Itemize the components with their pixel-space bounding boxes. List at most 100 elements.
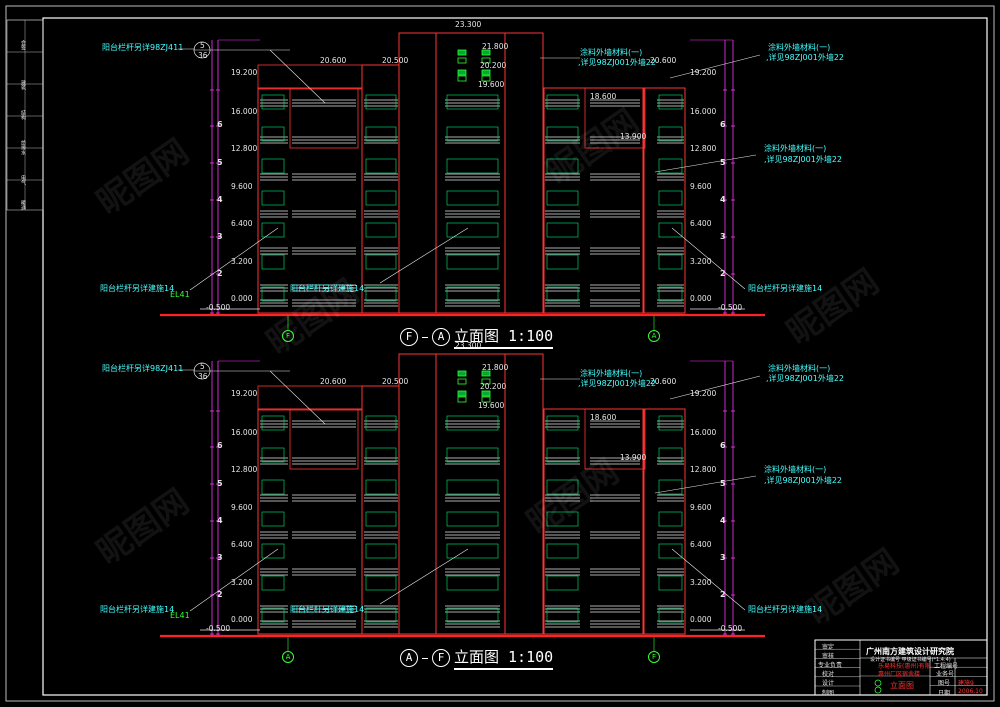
elev0-left-bay — [361, 64, 400, 314]
elev0-window-frame — [658, 126, 683, 142]
elev0-elev-stair-1: 21.800 — [482, 42, 509, 51]
elev1-note-center-2: ,详见98ZJ001外墙22 — [578, 379, 657, 388]
elev0-window-frame — [546, 126, 579, 142]
elev0-floor-right-2: 4 — [720, 195, 726, 204]
institute-name: 广州南方建筑设计研究院 — [866, 647, 954, 656]
drawing-name: 立面图 — [890, 681, 914, 690]
elev1-window-frame — [261, 607, 285, 623]
elev1-note-center-bottom: 阳台栏杆另详建施14 — [290, 605, 365, 614]
elev1-stair-window — [481, 396, 491, 403]
elev1-window-frame — [446, 511, 499, 527]
elev1-floor-right-0: 6 — [720, 441, 726, 450]
side-strip-text-3: 给排水 — [20, 140, 26, 155]
elev0-elev-left-4: 3.200 — [231, 257, 253, 266]
side-strip-text-1: 建筑 — [20, 80, 26, 90]
elev1-note-right-mid-2: ,详见98ZJ001外墙22 — [764, 476, 843, 485]
elev0-left-roof-box — [289, 87, 359, 149]
elev0-leader — [669, 54, 761, 79]
elev0-window-frame — [365, 254, 397, 270]
elev0-leader — [269, 49, 326, 104]
elev0-window-frame — [446, 222, 499, 238]
side-strip-text-5: 暖通 — [20, 200, 26, 210]
elev1-note-right-mid-1: 涂料外墙材料(一) — [764, 465, 827, 474]
elev0-elev-roof-right: 19.200 — [690, 68, 717, 77]
side-strip-text-4: 电气 — [20, 175, 26, 185]
elev1-leader — [671, 548, 746, 611]
elev0-note-right-mid-2: ,详见98ZJ001外墙22 — [764, 155, 843, 164]
elev0-title-axis-2: A — [432, 328, 450, 346]
elev1-elev-parapet-left: 20.600 — [320, 377, 347, 386]
elev1-window-frame — [446, 415, 499, 431]
elev0-title-axis-1: F — [400, 328, 418, 346]
title-block-axis-mark — [874, 686, 882, 694]
elev1-stair-window — [481, 378, 491, 385]
elev1-elev-left-0: 16.000 — [231, 428, 258, 437]
elev0-stair-window — [457, 57, 467, 64]
elev1-floor-right-2: 4 — [720, 516, 726, 525]
elev0-elev-left-3: 6.400 — [231, 219, 253, 228]
elev1-stair-window — [457, 370, 467, 377]
field-3: 日期 — [938, 690, 951, 697]
elev1-leader — [269, 370, 326, 425]
elev0-elev-parapet-mid: 20.500 — [382, 56, 409, 65]
elev0-axis-marker-right: A — [648, 330, 660, 342]
elev0-window-frame — [446, 94, 499, 110]
elev1-leader — [654, 475, 757, 494]
elev1-window-frame — [446, 543, 499, 559]
elev0-window-frame — [446, 286, 499, 302]
elev1-elev-inner-2: 13.900 — [620, 453, 647, 462]
elev0-elev-inner-2: 13.900 — [620, 132, 647, 141]
elev0-note-left-top: 阳台栏杆另详98ZJ411 — [102, 43, 184, 52]
elev1-elev-stair-3: 19.600 — [478, 401, 505, 410]
elev1-window-frame — [365, 415, 397, 431]
elev1-window-frame — [261, 543, 285, 559]
elev1-window-frame — [658, 543, 683, 559]
elev0-window-frame — [658, 254, 683, 270]
elev1-elev-grade-right: -0.500 — [718, 624, 743, 633]
elev0-elev-top: 23.300 — [455, 20, 482, 29]
elev1-elev-roof-right: 19.200 — [690, 389, 717, 398]
elev1-elev-right-2: 9.600 — [690, 503, 712, 512]
elev1-window-frame — [546, 447, 579, 463]
elev1-window-frame — [446, 575, 499, 591]
elev0-window-frame — [446, 254, 499, 270]
elev1-note-right-bottom: 阳台栏杆另详建施14 — [748, 605, 823, 614]
drawing-date: 2006.10 — [958, 688, 983, 695]
elev1-window-frame — [546, 479, 579, 495]
elev1-leader — [669, 375, 761, 400]
elev0-window-frame — [546, 158, 579, 174]
elev0-floor-left-2: 4 — [217, 195, 223, 204]
elev0-elev-right-4: 3.200 — [690, 257, 712, 266]
elev0-window-frame — [261, 254, 285, 270]
elev0-elev-parapet-right: 20.600 — [650, 56, 677, 65]
elev1-elev-left-1: 12.800 — [231, 465, 258, 474]
elev0-floor-left-3: 3 — [217, 232, 223, 241]
elev1-floor-left-3: 3 — [217, 553, 223, 562]
elev1-window-frame — [446, 607, 499, 623]
elev0-note-right-top-2: ,详见98ZJ001外墙22 — [766, 53, 845, 62]
elev0-window-frame — [546, 254, 579, 270]
elev0-elev-left-1: 12.800 — [231, 144, 258, 153]
elev0-window-frame — [261, 158, 285, 174]
elev1-title-axis-2: F — [432, 649, 450, 667]
elev0-window-frame — [546, 222, 579, 238]
field-0: 工程编号 — [934, 663, 959, 670]
elev1-window-frame — [365, 511, 397, 527]
elev1-axis-marker-left: A — [282, 651, 294, 663]
elev1-note-left-top: 阳台栏杆另详98ZJ411 — [102, 364, 184, 373]
elev0-note-center-2: ,详见98ZJ001外墙22 — [578, 58, 657, 67]
elev0-window-frame — [365, 158, 397, 174]
elev0-window-frame — [546, 190, 579, 206]
elev1-window-frame — [365, 607, 397, 623]
elev1-stair-window — [457, 378, 467, 385]
elev0-left-parapet — [257, 64, 363, 90]
elev0-axis-marker-left: F — [282, 330, 294, 342]
elev0-window-frame — [446, 190, 499, 206]
elev1-floor-left-0: 6 — [217, 441, 223, 450]
elev0-stair-window — [481, 49, 491, 56]
elev0-floor-right-0: 6 — [720, 120, 726, 129]
elev1-floor-left-1: 5 — [217, 479, 223, 488]
elev1-left-bay — [361, 385, 400, 635]
